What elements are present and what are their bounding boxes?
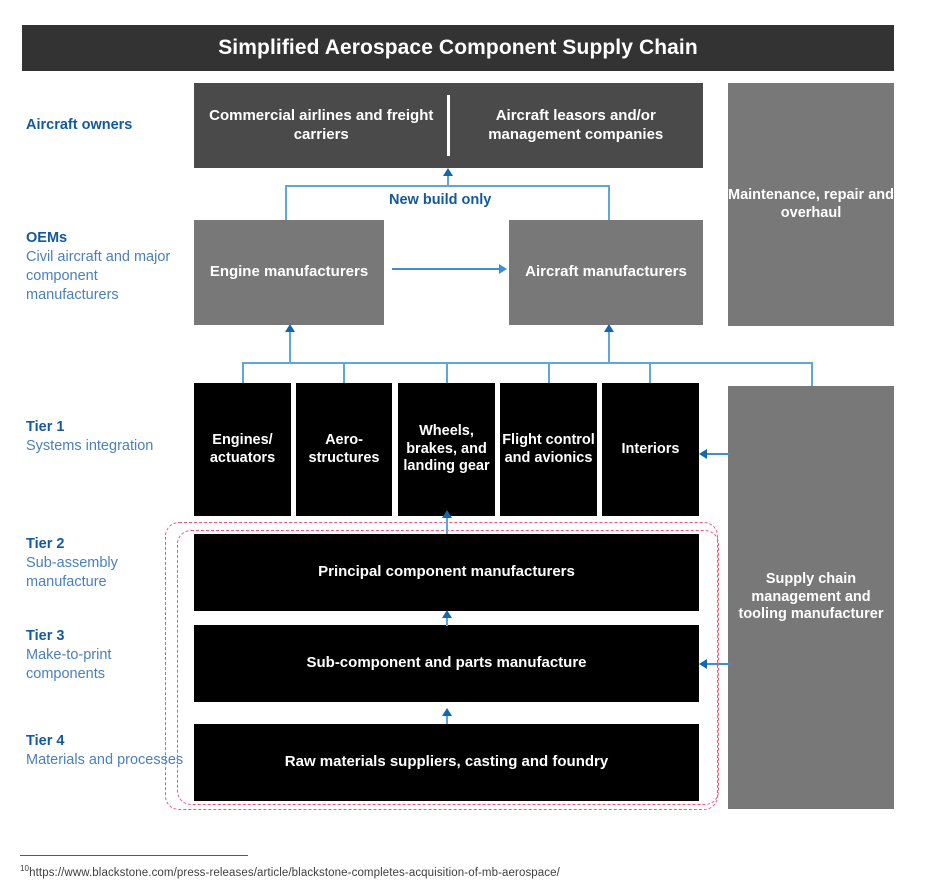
tier3-label: Sub-component and parts manufacture [306,654,587,672]
engine-manufacturers-label: Engine manufacturers [209,263,369,281]
tier1-box-wheels-brakes-landing-gear: Wheels, brakes, and landing gear [398,383,495,516]
row-label-sub: Sub-assembly manufacture [26,555,118,591]
row-label-title: Tier 1 [26,419,65,435]
new-build-only-label: New build only [389,192,492,208]
mro-column-box: Maintenance, repair and overhaul [728,83,894,326]
tier2-to-tier1-arrow-icon [442,510,452,518]
scm-to-interiors-line [707,453,730,455]
new-build-bus [285,185,609,187]
tier3-to-tier2-stem [446,618,448,626]
row-label-sub: Civil aircraft and major component manuf… [26,249,171,304]
engine-manufacturers-box: Engine manufacturers [194,220,384,325]
engine-to-aircraft-line [392,268,499,270]
new-build-drop-left [285,185,287,220]
tier3-to-tier2-arrow-icon [442,610,452,618]
row-label-title: Tier 2 [26,536,65,552]
tier1-to-engine-stem [289,332,291,363]
owners-left-label: Commercial airlines and freight carriers [209,107,434,143]
tier2-principal-component-manufacturers-box: Principal component manufacturers [194,534,699,611]
tier1-label: Engines/ actuators [209,431,276,466]
row-label-tier-4: Tier 4 Materials and processes [26,732,186,770]
tier4-raw-materials-suppliers-box: Raw materials suppliers, casting and fou… [194,724,699,801]
row-label-sub: Systems integration [26,438,154,455]
tier1-box-flight-control-avionics: Flight control and avionics [500,383,597,516]
mro-label: Maintenance, repair and overhaul [728,186,894,221]
aircraft-manufacturers-label: Aircraft manufacturers [525,263,687,281]
row-label-sub: Make-to-print components [26,647,112,683]
row-label-oems: OEMs Civil aircraft and major component … [26,229,186,306]
row-label-title: Tier 3 [26,628,65,644]
tier1-box-engines-actuators: Engines/ actuators [194,383,291,516]
tier1-drop-4 [548,362,550,383]
row-label-title: Tier 4 [26,733,65,749]
tier3-subcomponent-parts-manufacture-box: Sub-component and parts manufacture [194,625,699,702]
tier4-label: Raw materials suppliers, casting and fou… [284,753,609,771]
owners-left-cell: Commercial airlines and freight carriers [194,107,449,144]
owners-right-cell: Aircraft leasors and/or management compa… [449,107,704,144]
row-label-tier-3: Tier 3 Make-to-print components [26,627,186,684]
tier1-drop-5 [649,362,651,383]
tier-2-4-highlight-outer [165,522,718,810]
row-label-title: Aircraft owners [26,117,133,133]
tier1-label: Flight control and avionics [502,431,595,466]
tier1-to-aircraft-arrow-icon [604,324,614,332]
tier1-drop-scm [811,362,813,386]
row-label-sub: Materials and processes [26,752,184,769]
row-label-title: OEMs [26,230,68,246]
page-title: Simplified Aerospace Component Supply Ch… [218,36,698,59]
tier4-to-tier3-stem [446,716,448,724]
tier1-label: Aero- structures [308,431,380,466]
tier-2-4-highlight-inner [177,530,719,805]
tier1-drop-3 [446,362,448,383]
tier1-box-aerostructures: Aero- structures [296,383,392,516]
footnote: 10https://www.blackstone.com/press-relea… [20,864,560,879]
tier2-label: Principal component manufacturers [318,563,575,581]
row-label-aircraft-owners: Aircraft owners [26,116,186,135]
tier1-distribution-bus [242,362,813,364]
new-build-stem [447,176,449,186]
engine-to-aircraft-arrow-icon [499,264,507,274]
scm-to-tier3-arrow-icon [699,659,707,669]
row-label-tier-2: Tier 2 Sub-assembly manufacture [26,535,186,592]
tier1-label: Wheels, brakes, and landing gear [403,422,490,475]
tier1-to-aircraft-stem [608,332,610,363]
tier2-to-tier1-stem [446,518,448,534]
tier1-box-interiors: Interiors [602,383,699,516]
footnote-marker: 10 [20,864,30,873]
aircraft-manufacturers-box: Aircraft manufacturers [509,220,703,325]
diagram-title-bar: Simplified Aerospace Component Supply Ch… [22,25,894,71]
supply-chain-management-box: Supply chain management and tooling manu… [728,386,894,809]
owners-right-label: Aircraft leasors and/or management compa… [488,107,664,143]
tier1-drop-2 [343,362,345,383]
tier1-drop-1 [242,362,244,383]
row-label-tier-1: Tier 1 Systems integration [26,418,186,456]
scm-label: Supply chain management and tooling manu… [738,570,884,623]
owners-divider [447,95,450,156]
tier1-to-engine-arrow-icon [285,324,295,332]
tier4-to-tier3-arrow-icon [442,708,452,716]
new-build-arrow-icon [443,168,453,176]
new-build-drop-right [608,185,610,220]
footnote-divider [20,855,248,857]
footnote-text: https://www.blackstone.com/press-release… [29,866,560,879]
tier1-label: Interiors [621,440,680,457]
scm-to-interiors-arrow-icon [699,449,707,459]
